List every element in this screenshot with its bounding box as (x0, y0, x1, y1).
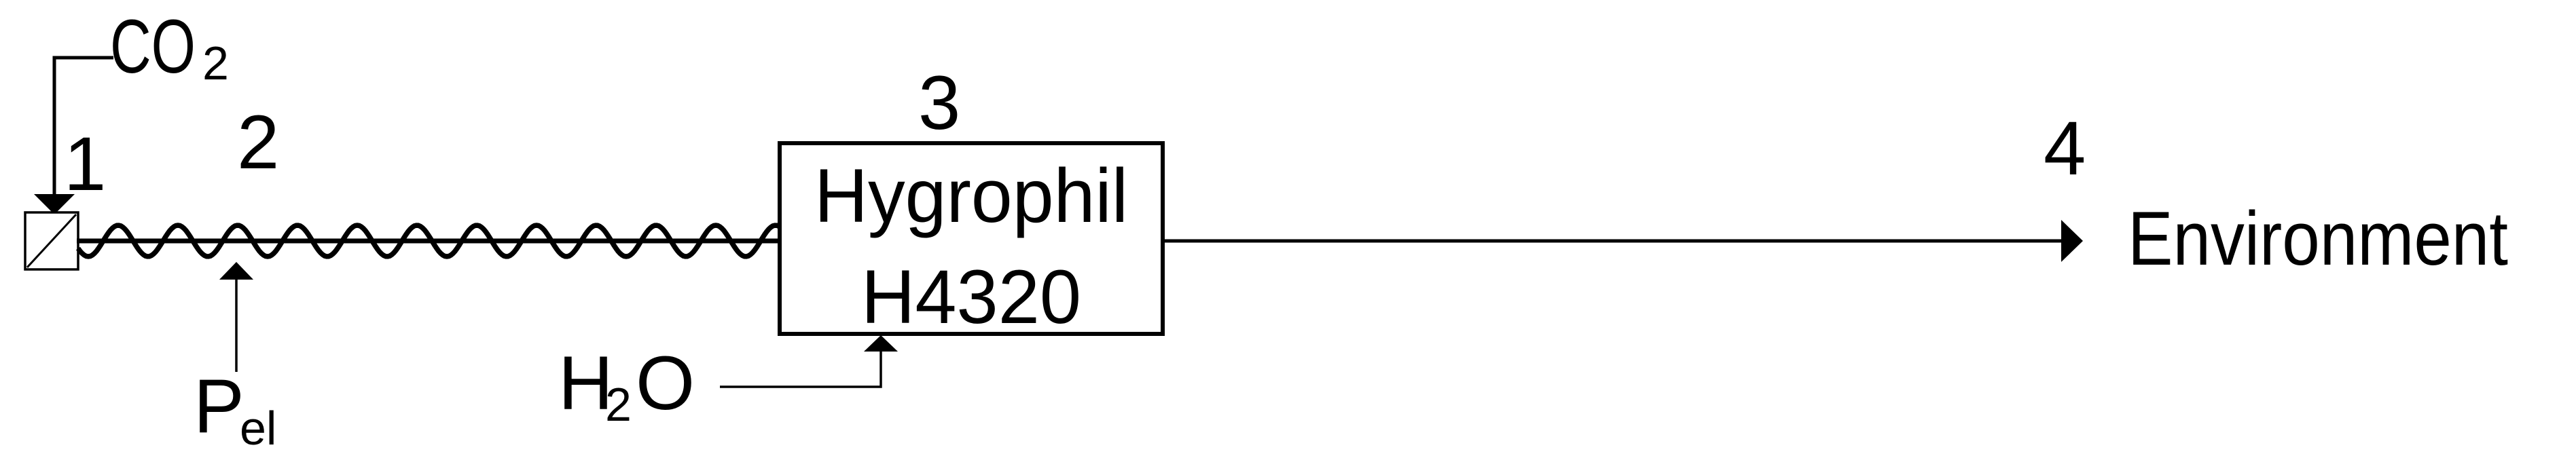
h2o-feed-line (720, 352, 882, 388)
analyzer-box (778, 141, 1165, 336)
co2-feed-line (52, 56, 113, 195)
stream-3-label: 3 (918, 60, 960, 145)
stream-4-label: 4 (2044, 106, 2086, 191)
outlet-arrowhead-icon (2061, 220, 2083, 262)
pel-label: P el (194, 364, 276, 455)
h2o-arrowhead-icon (864, 335, 898, 352)
co2-arrowhead-icon (34, 194, 75, 214)
h2o-label: H 2 O (558, 341, 695, 431)
co2-label: CO 2 (110, 4, 229, 90)
stream-1-label: 1 (64, 121, 106, 206)
pel-arrowhead-icon (219, 262, 253, 280)
analyzer-name-line1: Hygrophil (814, 153, 1128, 238)
environment-label: Environment (2128, 196, 2508, 281)
feed-node-diagonal (26, 213, 77, 269)
stream-2-label: 2 (237, 100, 279, 185)
analyzer-name-line2: H4320 (861, 254, 1081, 339)
electrical-wave (75, 223, 781, 259)
